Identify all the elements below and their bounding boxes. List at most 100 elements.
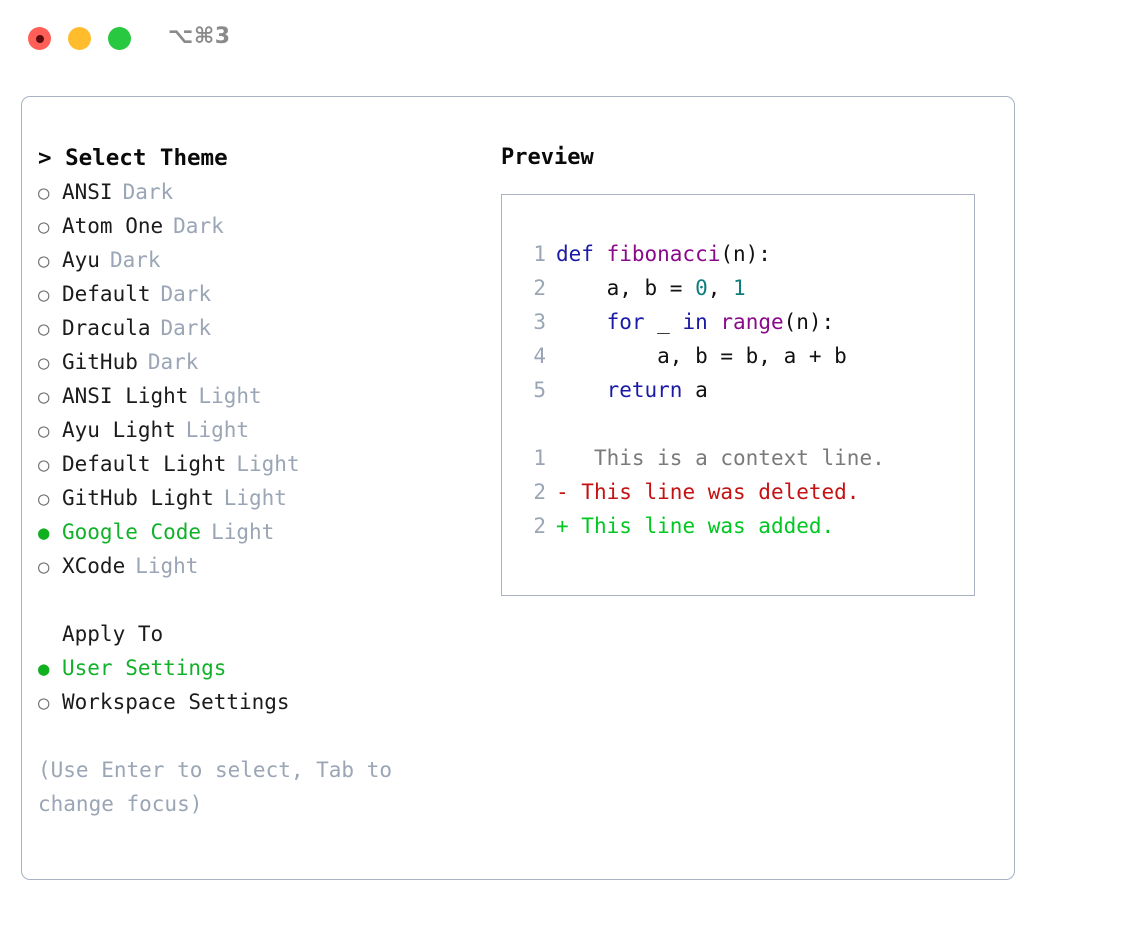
code-token-pl: a, b = [556, 276, 696, 300]
code-token-pl: (n): [720, 242, 771, 266]
code-line: 4 a, b = b, a + b [520, 339, 968, 373]
apply-to-option-list: ● User Settings ○ Workspace Settings [38, 651, 488, 719]
line-number: 4 [533, 344, 546, 368]
apply-to-option-label: User Settings [62, 656, 227, 680]
diff-line-text: This is a context line. [568, 446, 885, 470]
code-token-pl: (n): [783, 310, 835, 334]
theme-variant-badge: Dark [160, 316, 212, 340]
code-token-pl: a, b = b, a + b [556, 344, 847, 368]
theme-option-label: ANSI [62, 180, 113, 204]
theme-option-ayu-light[interactable]: ○ Ayu Light Light [38, 413, 488, 447]
code-token-pl: _ [644, 310, 683, 334]
section-spacer [38, 583, 488, 617]
radio-unselected-icon: ○ [38, 692, 50, 714]
diff-line-text: This line was added. [568, 514, 835, 538]
maximize-window-button[interactable] [108, 27, 131, 50]
code-token-pl: a [682, 378, 708, 402]
diff-sign: - [556, 480, 569, 504]
diff-line-context: 1 This is a context line. [520, 441, 968, 475]
apply-to-option-label: Workspace Settings [62, 690, 290, 714]
preview-heading: Preview [501, 145, 594, 170]
theme-variant-badge: Dark [109, 248, 161, 272]
line-number: 3 [533, 310, 546, 334]
keyboard-shortcut-label: ⌥⌘3 [168, 24, 231, 49]
theme-variant-badge: Dark [160, 282, 212, 306]
line-number: 5 [533, 378, 546, 402]
radio-selected-icon: ● [38, 658, 50, 680]
code-token-fn: fibonacci [606, 242, 721, 266]
code-line: 1 def fibonacci(n): [520, 237, 968, 271]
theme-option-default[interactable]: ○ Default Dark [38, 277, 488, 311]
radio-unselected-icon: ○ [38, 386, 50, 408]
code-token-kw: for [606, 310, 645, 334]
code-line: 2 a, b = 0, 1 [520, 271, 968, 305]
theme-option-label: GitHub [62, 350, 138, 374]
minimize-window-button[interactable] [68, 27, 91, 50]
radio-unselected-icon: ○ [38, 420, 50, 442]
radio-unselected-icon: ○ [38, 352, 50, 374]
code-line-text: def fibonacci(n): [556, 237, 771, 271]
theme-variant-badge: Dark [122, 180, 174, 204]
theme-option-ansi-light[interactable]: ○ ANSI Light Light [38, 379, 488, 413]
radio-unselected-icon: ○ [38, 318, 50, 340]
theme-option-label: Default Light [62, 452, 227, 476]
radio-unselected-icon: ○ [38, 284, 50, 306]
code-line-text: return a [556, 373, 708, 407]
diff-line-text: This line was deleted. [568, 480, 860, 504]
theme-option-label: Ayu [62, 248, 100, 272]
code-token-kw: in [682, 310, 708, 334]
theme-variant-badge: Light [198, 384, 262, 408]
diff-sign: + [556, 514, 569, 538]
close-window-button[interactable] [28, 27, 51, 50]
code-line-text: a, b = 0, 1 [556, 271, 746, 305]
diff-block: 1 This is a context line. 2- This line wa… [520, 441, 968, 543]
code-token-fn: range [720, 310, 784, 334]
line-number: 2 [533, 514, 546, 538]
code-token-pl [556, 378, 607, 402]
theme-option-label: Atom One [62, 214, 164, 238]
theme-option-label: ANSI Light [62, 384, 189, 408]
theme-option-google-code[interactable]: ● Google Code Light [38, 515, 488, 549]
theme-option-label: Google Code [62, 520, 202, 544]
theme-option-label: Default [62, 282, 151, 306]
radio-unselected-icon: ○ [38, 556, 50, 578]
keyboard-hint-text: (Use Enter to select, Tab to change focu… [38, 758, 405, 816]
code-token-pl [556, 310, 607, 334]
theme-option-github[interactable]: ○ GitHub Dark [38, 345, 488, 379]
code-token-pl [708, 310, 721, 334]
radio-unselected-icon: ○ [38, 454, 50, 476]
apply-to-option-workspace-settings[interactable]: ○ Workspace Settings [38, 685, 488, 719]
theme-variant-badge: Dark [173, 214, 224, 238]
code-token-kw: def [556, 242, 607, 266]
code-token-num: 0 [695, 276, 708, 300]
apply-to-heading: Apply To [62, 622, 164, 646]
title-bar: ⌥⌘3 [0, 0, 1140, 78]
theme-variant-badge: Dark [147, 350, 199, 374]
radio-unselected-icon: ○ [38, 488, 50, 510]
diff-sign [556, 441, 569, 475]
code-token-kw: return [606, 378, 683, 402]
apply-to-option-user-settings[interactable]: ● User Settings [38, 651, 488, 685]
code-token-pl: , [707, 276, 734, 300]
theme-variant-badge: Light [185, 418, 250, 442]
radio-selected-icon: ● [38, 522, 50, 544]
line-number: 1 [533, 242, 546, 266]
theme-variant-badge: Light [211, 520, 275, 544]
theme-option-label: Ayu Light [62, 418, 176, 442]
code-line-text: for _ in range(n): [556, 305, 835, 339]
line-number: 2 [533, 480, 546, 504]
